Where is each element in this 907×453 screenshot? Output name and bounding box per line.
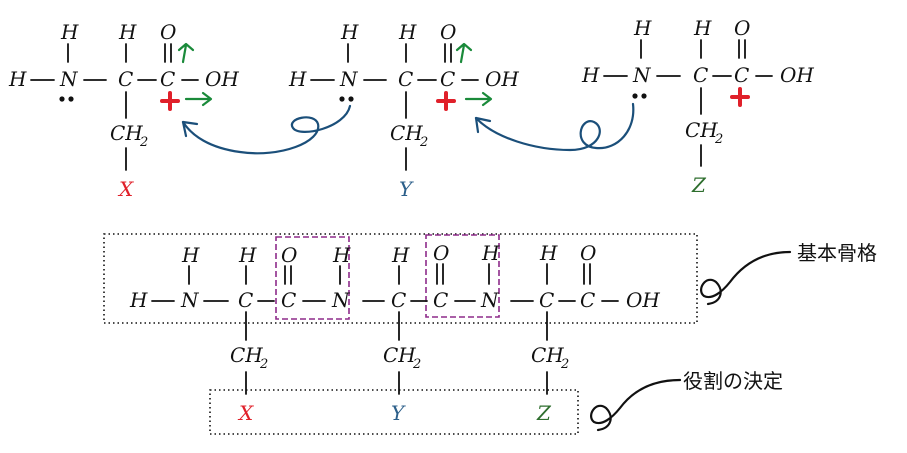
- atom-ch: CH: [390, 121, 423, 145]
- lone-pair-dot: [641, 93, 647, 99]
- curved-arrow-icon: [474, 102, 635, 152]
- subscript: 2: [259, 357, 268, 372]
- atom-h: H: [8, 67, 27, 91]
- atom-o: O: [580, 241, 596, 265]
- atom-c-alpha: C: [398, 67, 413, 91]
- backbone-box: [103, 233, 698, 324]
- atom-n: N: [632, 63, 652, 87]
- lone-pair-dot: [59, 96, 65, 102]
- arrowhead-icon: [181, 120, 199, 138]
- lone-pair-dot: [339, 96, 345, 102]
- residue-x-label: X: [237, 401, 254, 425]
- atom-o: O: [160, 20, 176, 44]
- atom-h: H: [340, 20, 359, 44]
- atom-h: H: [288, 67, 307, 91]
- atom-n: N: [480, 288, 500, 312]
- side-chains: CH2 CH2 CH2: [230, 311, 569, 395]
- atom-c-carbonyl: C: [433, 288, 448, 312]
- callout-squiggle-icon: [590, 378, 682, 432]
- peptide-bond-box: [425, 234, 500, 318]
- residue-z-label: Z: [536, 401, 552, 425]
- atom-h: H: [129, 288, 148, 312]
- atom-c-alpha: C: [391, 288, 406, 312]
- subscript: 2: [714, 132, 723, 147]
- amino-acid-z: H H N H C O C OH CH2 Z: [581, 16, 814, 197]
- atom-c-carbonyl: C: [281, 288, 296, 312]
- side-chain-role-label: 役割の決定: [683, 369, 783, 393]
- atom-h: H: [398, 20, 417, 44]
- residue-y-label: Y: [399, 177, 414, 201]
- atom-n: N: [339, 67, 359, 91]
- atom-h: H: [633, 16, 652, 40]
- subscript: 2: [560, 357, 569, 372]
- atom-h: H: [581, 63, 600, 87]
- arrow-up-icon: [455, 42, 473, 64]
- atom-h: H: [391, 243, 410, 267]
- atom-oh: OH: [205, 67, 239, 91]
- atom-o: O: [734, 16, 750, 40]
- atom-c-alpha: C: [238, 288, 253, 312]
- curved-arrow-icon: [181, 104, 352, 155]
- atom-h: H: [332, 243, 351, 267]
- subscript: 2: [139, 135, 148, 150]
- atom-o: O: [281, 243, 297, 267]
- atom-ch: CH: [110, 121, 143, 145]
- atom-h: H: [60, 20, 79, 44]
- residue-z-label: Z: [691, 173, 707, 197]
- atom-n: N: [331, 288, 351, 312]
- atom-h: H: [238, 243, 257, 267]
- atom-c-alpha: C: [693, 63, 708, 87]
- tripeptide-backbone: H H N H C O C H N H C O C H N H C: [129, 241, 660, 312]
- atom-ch: CH: [685, 118, 718, 142]
- atom-h: H: [181, 243, 200, 267]
- lone-pair-dot: [348, 96, 354, 102]
- atom-oh: OH: [485, 67, 519, 91]
- atom-ch: CH: [383, 343, 416, 367]
- atom-ch: CH: [230, 343, 263, 367]
- backbone-label: 基本骨格: [797, 241, 877, 265]
- atom-oh: OH: [780, 63, 814, 87]
- atom-c-carbonyl: C: [580, 288, 595, 312]
- atom-h: H: [693, 16, 712, 40]
- arrow-right-icon: [184, 91, 213, 107]
- atom-o: O: [440, 20, 456, 44]
- atom-ch: CH: [531, 343, 564, 367]
- arrow-right-icon: [464, 91, 493, 107]
- atom-h: H: [118, 20, 137, 44]
- atom-h: H: [481, 241, 500, 265]
- residue-y-label: Y: [391, 401, 406, 425]
- lone-pair-dot: [68, 96, 74, 102]
- atom-c-alpha: C: [118, 67, 133, 91]
- atom-oh: OH: [626, 288, 660, 312]
- peptide-bond-box: [275, 236, 350, 320]
- atom-n: N: [180, 288, 200, 312]
- atom-c-carbonyl: C: [440, 67, 455, 91]
- atom-c-alpha: C: [539, 288, 554, 312]
- subscript: 2: [419, 135, 428, 150]
- atom-n: N: [59, 67, 79, 91]
- atom-o: O: [433, 241, 449, 265]
- atom-h: H: [539, 241, 558, 265]
- side-chain-box: [209, 389, 579, 435]
- amino-acid-y: H H N H C O C OH CH2 Y: [288, 20, 519, 201]
- callout-squiggle-icon: [700, 250, 792, 306]
- residue-x-label: X: [117, 177, 134, 201]
- arrowhead-icon: [474, 116, 492, 134]
- lone-pair-dot: [632, 93, 638, 99]
- arrow-up-icon: [177, 42, 195, 64]
- atom-c-carbonyl: C: [160, 67, 175, 91]
- atom-c-carbonyl: C: [734, 63, 749, 87]
- amino-acid-x: H H N H C O C OH CH2 X: [8, 20, 239, 201]
- subscript: 2: [412, 357, 421, 372]
